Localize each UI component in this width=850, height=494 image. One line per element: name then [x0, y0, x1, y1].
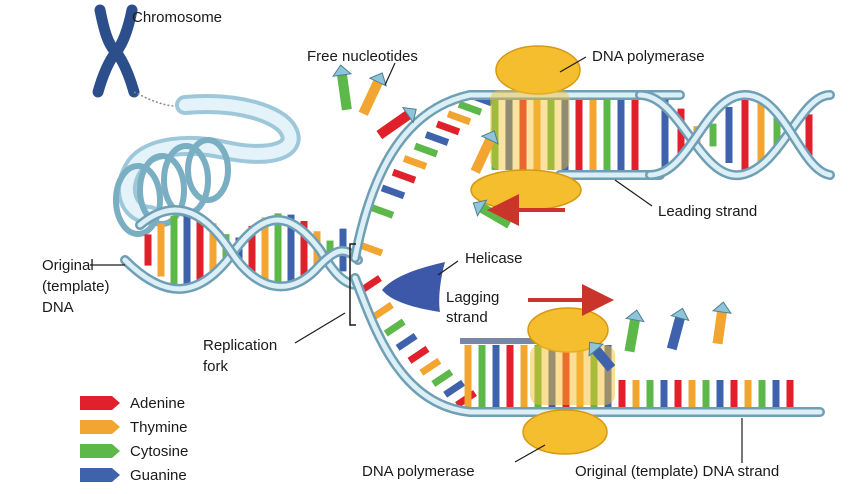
leader-lines	[90, 56, 743, 463]
legend-item-guanine: Guanine	[80, 467, 187, 484]
free-nucleotide	[376, 106, 417, 140]
parental-helix-backbones	[120, 205, 363, 294]
label-chromosome: Chromosome	[132, 9, 222, 26]
base-pair-rung	[395, 332, 418, 351]
label-dna-polymerase-top: DNA polymerase	[592, 48, 705, 65]
base-pair-rung	[424, 131, 450, 146]
free-nucleotide	[470, 130, 499, 174]
legend: Adenine Thymine Cytosine Guanine	[80, 395, 188, 484]
free-nucleotide	[332, 64, 353, 111]
upper-arm-backbones	[350, 90, 685, 263]
dna-polymerase-bottom	[522, 307, 615, 455]
right-helix-backbones	[635, 89, 835, 181]
base-pair-rung	[457, 100, 483, 116]
legend-label-thymine: Thymine	[130, 419, 188, 436]
base-pair-rung	[431, 369, 454, 387]
legend-swatch-adenine	[80, 396, 120, 410]
label-original-line3: DNA	[42, 299, 74, 316]
free-nucleotides-group	[332, 64, 732, 372]
base-pair-rung	[435, 120, 461, 136]
legend-label-adenine: Adenine	[130, 395, 185, 412]
base-pair-rung	[402, 155, 428, 170]
helicase-enzyme	[382, 262, 445, 312]
legend-item-adenine: Adenine	[80, 395, 185, 412]
base-pair-rung	[369, 204, 395, 219]
label-original-line1: Original	[42, 257, 94, 274]
label-free-nucleotides: Free nucleotides	[307, 48, 418, 65]
base-pair-rung	[443, 379, 466, 398]
legend-item-thymine: Thymine	[80, 419, 188, 436]
legend-swatch-guanine	[80, 468, 120, 482]
base-pair-rung	[358, 241, 384, 257]
legend-label-cytosine: Cytosine	[130, 443, 188, 460]
legend-label-guanine: Guanine	[130, 467, 187, 484]
base-pair-rung	[391, 168, 417, 184]
base-pair-rung	[380, 184, 406, 200]
free-nucleotide	[711, 301, 732, 345]
free-nucleotide	[624, 309, 645, 353]
free-nucleotide	[358, 72, 387, 116]
base-pair-rung	[407, 345, 430, 364]
dna-polymerase-top	[470, 45, 582, 211]
label-helicase: Helicase	[465, 250, 523, 267]
base-pair-rung	[413, 142, 439, 158]
free-nucleotide	[588, 341, 616, 372]
base-pair-rung	[371, 301, 394, 320]
label-dna-polymerase-bottom: DNA polymerase	[362, 463, 475, 480]
replication-fork-bracket	[349, 243, 356, 326]
legend-item-cytosine: Cytosine	[80, 443, 188, 460]
base-pair-rung	[419, 357, 442, 376]
label-original-line2: (template)	[42, 278, 110, 295]
label-lagging-line2: strand	[446, 309, 488, 326]
label-lagging-line1: Lagging	[446, 289, 499, 306]
free-nucleotide	[666, 307, 690, 351]
legend-swatch-thymine	[80, 420, 120, 434]
base-pair-rung	[383, 318, 406, 337]
label-original-template-strand: Original (template) DNA strand	[575, 463, 779, 480]
label-replication-line2: fork	[203, 358, 229, 375]
label-replication-line1: Replication	[203, 337, 277, 354]
legend-swatch-cytosine	[80, 444, 120, 458]
label-leading-strand: Leading strand	[658, 203, 757, 220]
base-pair-rung	[360, 275, 382, 293]
base-pair-rung	[446, 110, 472, 126]
